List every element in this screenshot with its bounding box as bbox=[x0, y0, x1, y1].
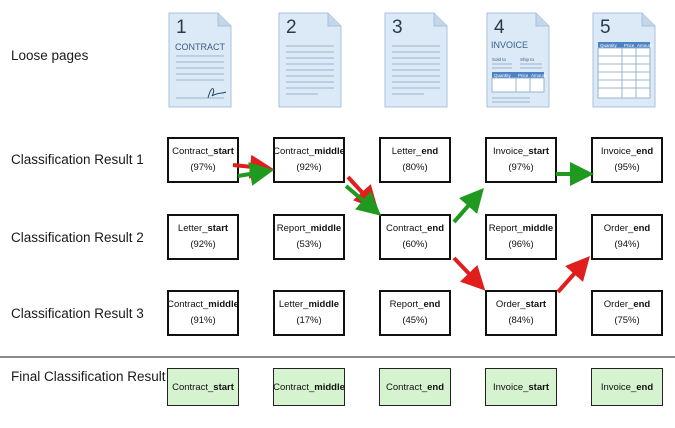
final-box-p1: Contract_start bbox=[167, 368, 239, 406]
col-amount: Amount bbox=[637, 43, 653, 48]
row-label-result-2: Classification Result 2 bbox=[11, 230, 144, 245]
result-box-r1-p1: Contract_start (97%) bbox=[167, 137, 239, 183]
divider bbox=[0, 356, 675, 358]
confidence: (75%) bbox=[614, 315, 640, 326]
result-box-r2-p1: Letter_start (92%) bbox=[167, 214, 239, 260]
result-box-r1-p4: Invoice_start (97%) bbox=[485, 137, 557, 183]
sold-to-label: Sold to bbox=[492, 57, 507, 62]
red-arrow bbox=[556, 256, 590, 294]
confidence: (53%) bbox=[296, 239, 322, 250]
result-box-r3-p3: Report_end (45%) bbox=[379, 290, 451, 336]
result-box-r2-p3: Contract_end (60%) bbox=[379, 214, 451, 260]
result-box-r3-p1: Contract_middle (91%) bbox=[167, 290, 239, 336]
row-label-result-3: Classification Result 3 bbox=[11, 306, 144, 321]
col-amount: Amount bbox=[531, 73, 547, 78]
result-box-r2-p4: Report_middle (96%) bbox=[485, 214, 557, 260]
confidence: (84%) bbox=[508, 315, 534, 326]
confidence: (91%) bbox=[190, 315, 216, 326]
result-box-r1-p3: Letter_end (80%) bbox=[379, 137, 451, 183]
result-box-r3-p5: Order_end (75%) bbox=[591, 290, 663, 336]
invoice-caption: INVOICE bbox=[491, 40, 529, 50]
final-box-p2: Contract_middle bbox=[273, 368, 345, 406]
green-arrow bbox=[344, 184, 382, 216]
page-number: 3 bbox=[392, 17, 403, 38]
final-box-p3: Contract_end bbox=[379, 368, 451, 406]
result-box-r3-p2: Letter_middle (17%) bbox=[273, 290, 345, 336]
col-price: Price bbox=[518, 73, 529, 78]
page-number: 1 bbox=[176, 17, 187, 38]
page-number: 4 bbox=[494, 17, 505, 38]
page-number: 2 bbox=[286, 17, 297, 38]
page-4: 4 INVOICE Sold to Ship to Quantity Price… bbox=[486, 12, 550, 108]
col-quantity: Quantity bbox=[494, 73, 511, 78]
confidence: (17%) bbox=[296, 315, 322, 326]
invoice-document-icon bbox=[486, 12, 550, 108]
final-box-p5: Invoice_end bbox=[591, 368, 663, 406]
row-label-loose-pages: Loose pages bbox=[11, 48, 89, 63]
contract-document-icon bbox=[168, 12, 232, 108]
page-2: 2 bbox=[278, 12, 342, 108]
page-5: 5 Quantity Price Amount bbox=[592, 12, 656, 108]
confidence: (60%) bbox=[402, 239, 428, 250]
red-arrow bbox=[346, 175, 379, 210]
result-box-r2-p5: Order_end (94%) bbox=[591, 214, 663, 260]
page-number: 5 bbox=[600, 17, 611, 38]
result-box-r2-p2: Report_middle (53%) bbox=[273, 214, 345, 260]
confidence: (92%) bbox=[296, 162, 322, 173]
confidence: (97%) bbox=[508, 162, 534, 173]
confidence: (95%) bbox=[614, 162, 640, 173]
confidence: (45%) bbox=[402, 315, 428, 326]
row-label-result-1: Classification Result 1 bbox=[11, 152, 144, 167]
final-box-p4: Invoice_start bbox=[485, 368, 557, 406]
confidence: (92%) bbox=[190, 239, 216, 250]
page-3: 3 bbox=[384, 12, 448, 108]
ship-to-label: Ship to bbox=[520, 57, 535, 62]
table-document-icon bbox=[592, 12, 656, 108]
col-quantity: Quantity bbox=[600, 43, 617, 48]
result-box-r1-p5: Invoice_end (95%) bbox=[591, 137, 663, 183]
result-box-r1-p2: Contract_middle (92%) bbox=[273, 137, 345, 183]
contract-caption: CONTRACT bbox=[175, 42, 225, 52]
lined-document-icon bbox=[384, 12, 448, 108]
row-label-final: Final Classification Result bbox=[11, 369, 166, 384]
result-box-r3-p4: Order_start (84%) bbox=[485, 290, 557, 336]
confidence: (94%) bbox=[614, 239, 640, 250]
confidence: (97%) bbox=[190, 162, 216, 173]
page-1: 1 CONTRACT bbox=[168, 12, 232, 108]
red-arrow bbox=[452, 256, 486, 291]
col-price: Price bbox=[624, 43, 635, 48]
green-arrow bbox=[237, 162, 274, 186]
green-arrow bbox=[452, 187, 484, 224]
confidence: (80%) bbox=[402, 162, 428, 173]
confidence: (96%) bbox=[508, 239, 534, 250]
lined-document-icon bbox=[278, 12, 342, 108]
